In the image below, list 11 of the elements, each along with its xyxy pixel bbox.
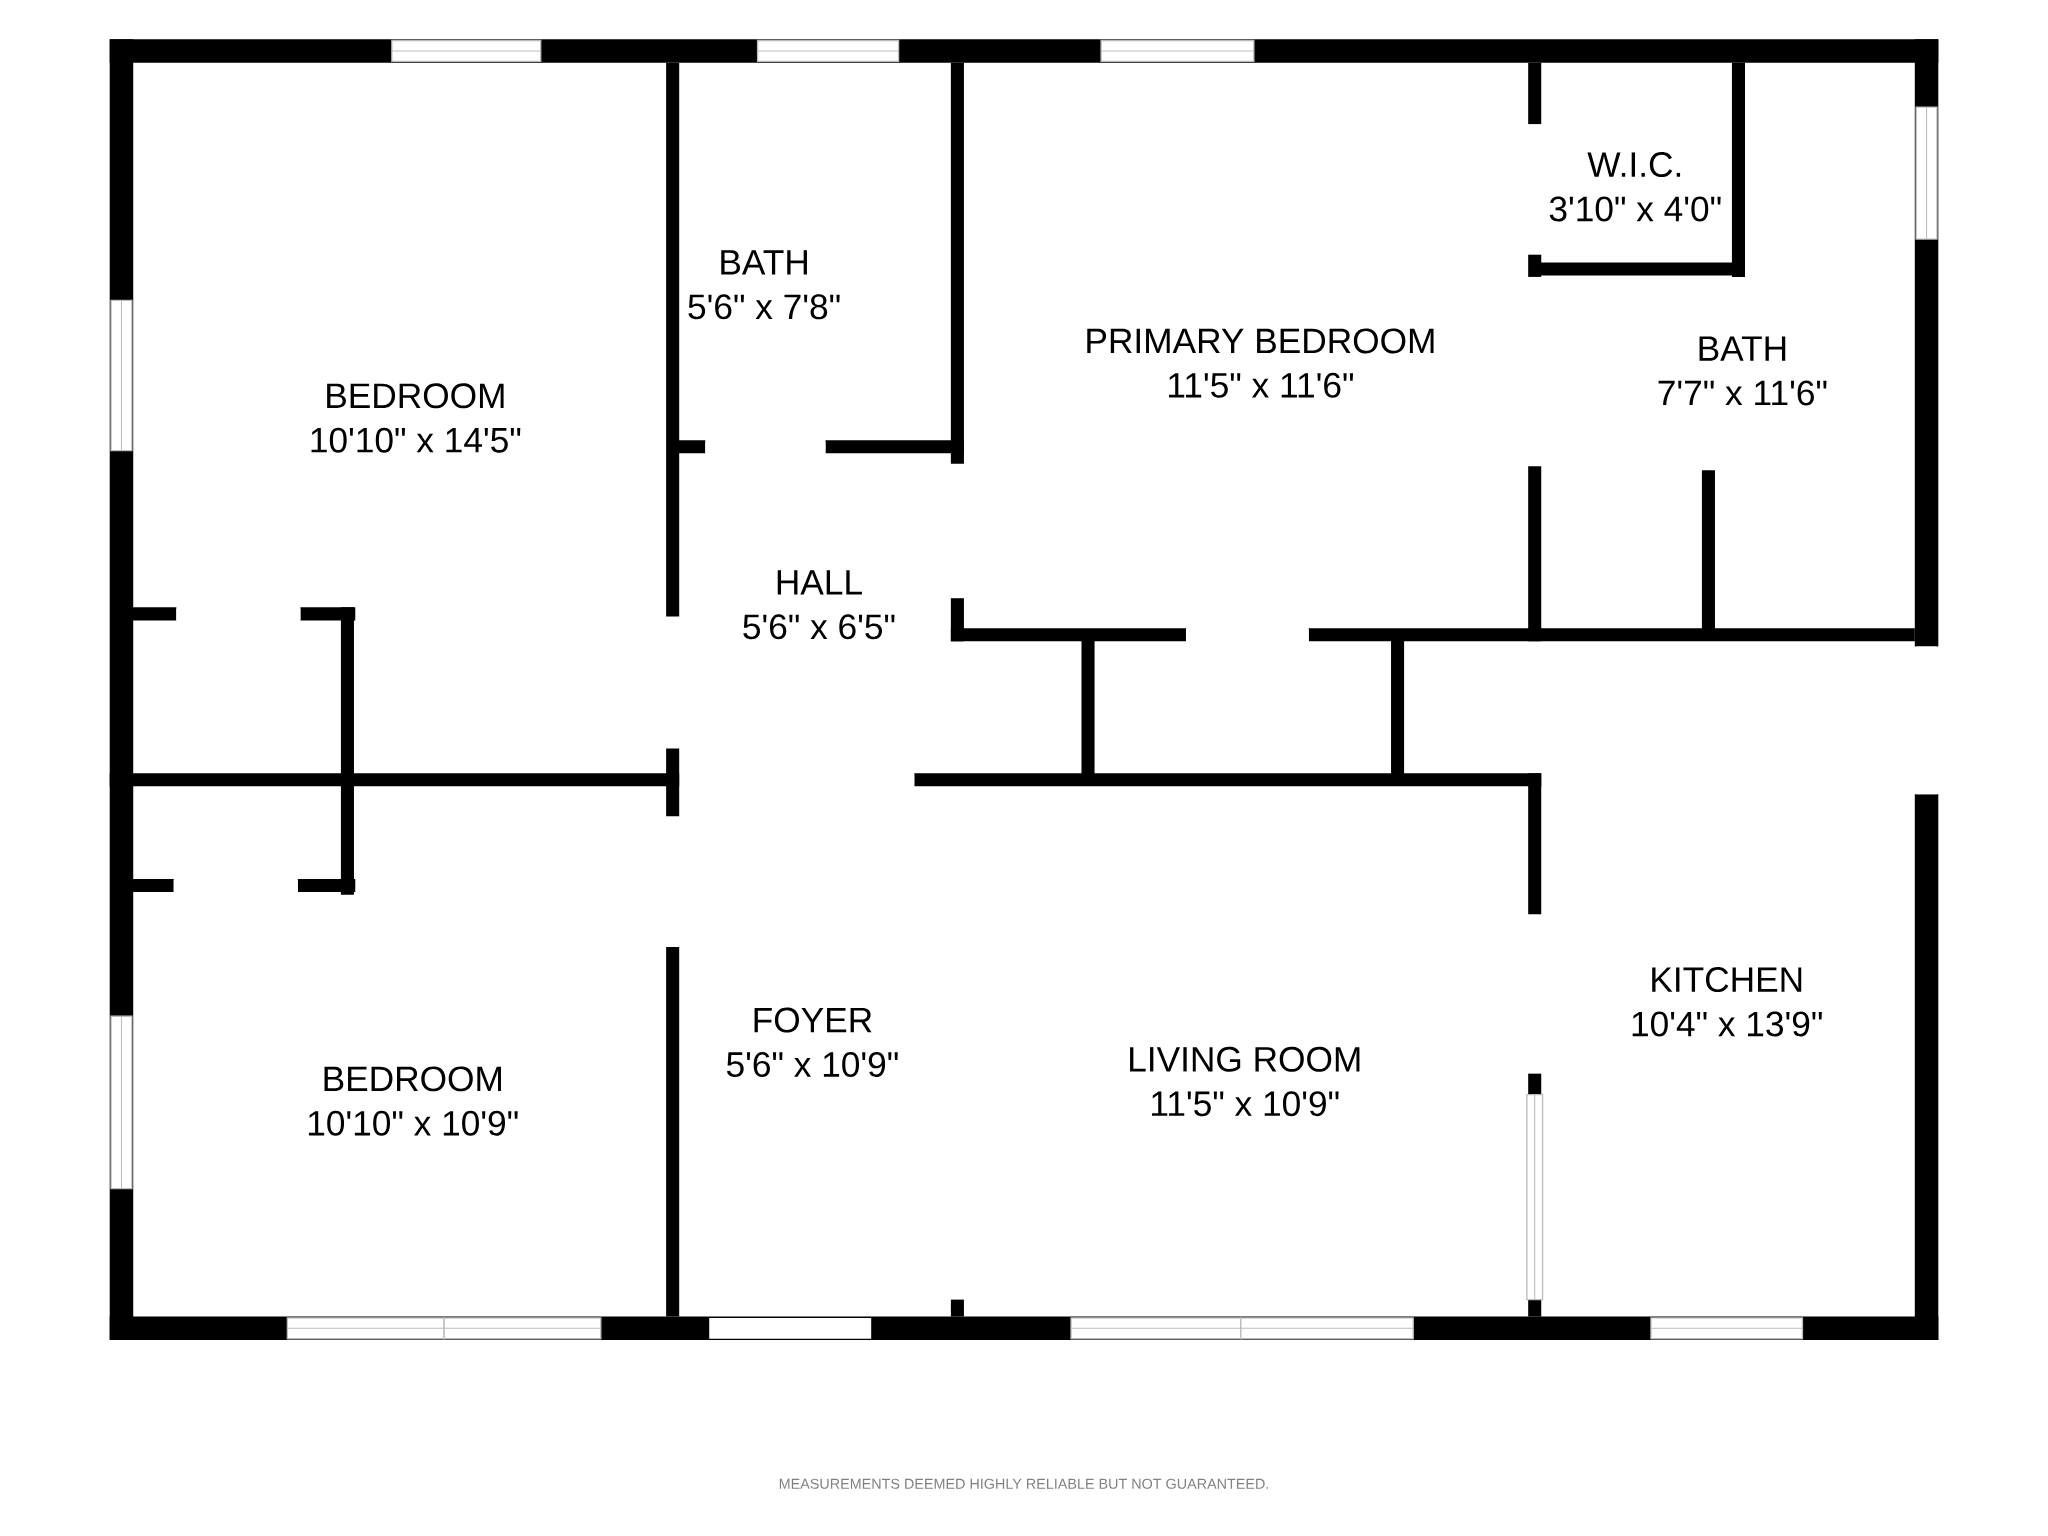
room-label: W.I.C. 3'10" x 4'0" xyxy=(1549,152,1721,222)
room-label: BEDROOM 10'10" x 14'5" xyxy=(311,383,521,453)
room-label: PRIMARY BEDROOM 11'5" x 11'6" xyxy=(1087,328,1434,398)
room-label: LIVING ROOM 11'5" x 10'9" xyxy=(1130,1046,1360,1117)
disclaimer-text: MEASUREMENTS DEEMED HIGHLY RELIABLE BUT NOT GUARANTEED. xyxy=(779,1478,1268,1489)
room-label: BATH 7'7" x 11'6" xyxy=(1658,336,1827,406)
room-label: HALL 5'6" x 6'5" xyxy=(743,570,895,640)
room-label: BATH 5'6" x 7'8" xyxy=(688,250,840,320)
room-label: KITCHEN 10'4" x 13'9" xyxy=(1632,967,1822,1037)
room-label: FOYER 5'6" x 10'9" xyxy=(726,1007,898,1077)
room-label: BEDROOM 10'10" x 10'9" xyxy=(308,1066,518,1136)
